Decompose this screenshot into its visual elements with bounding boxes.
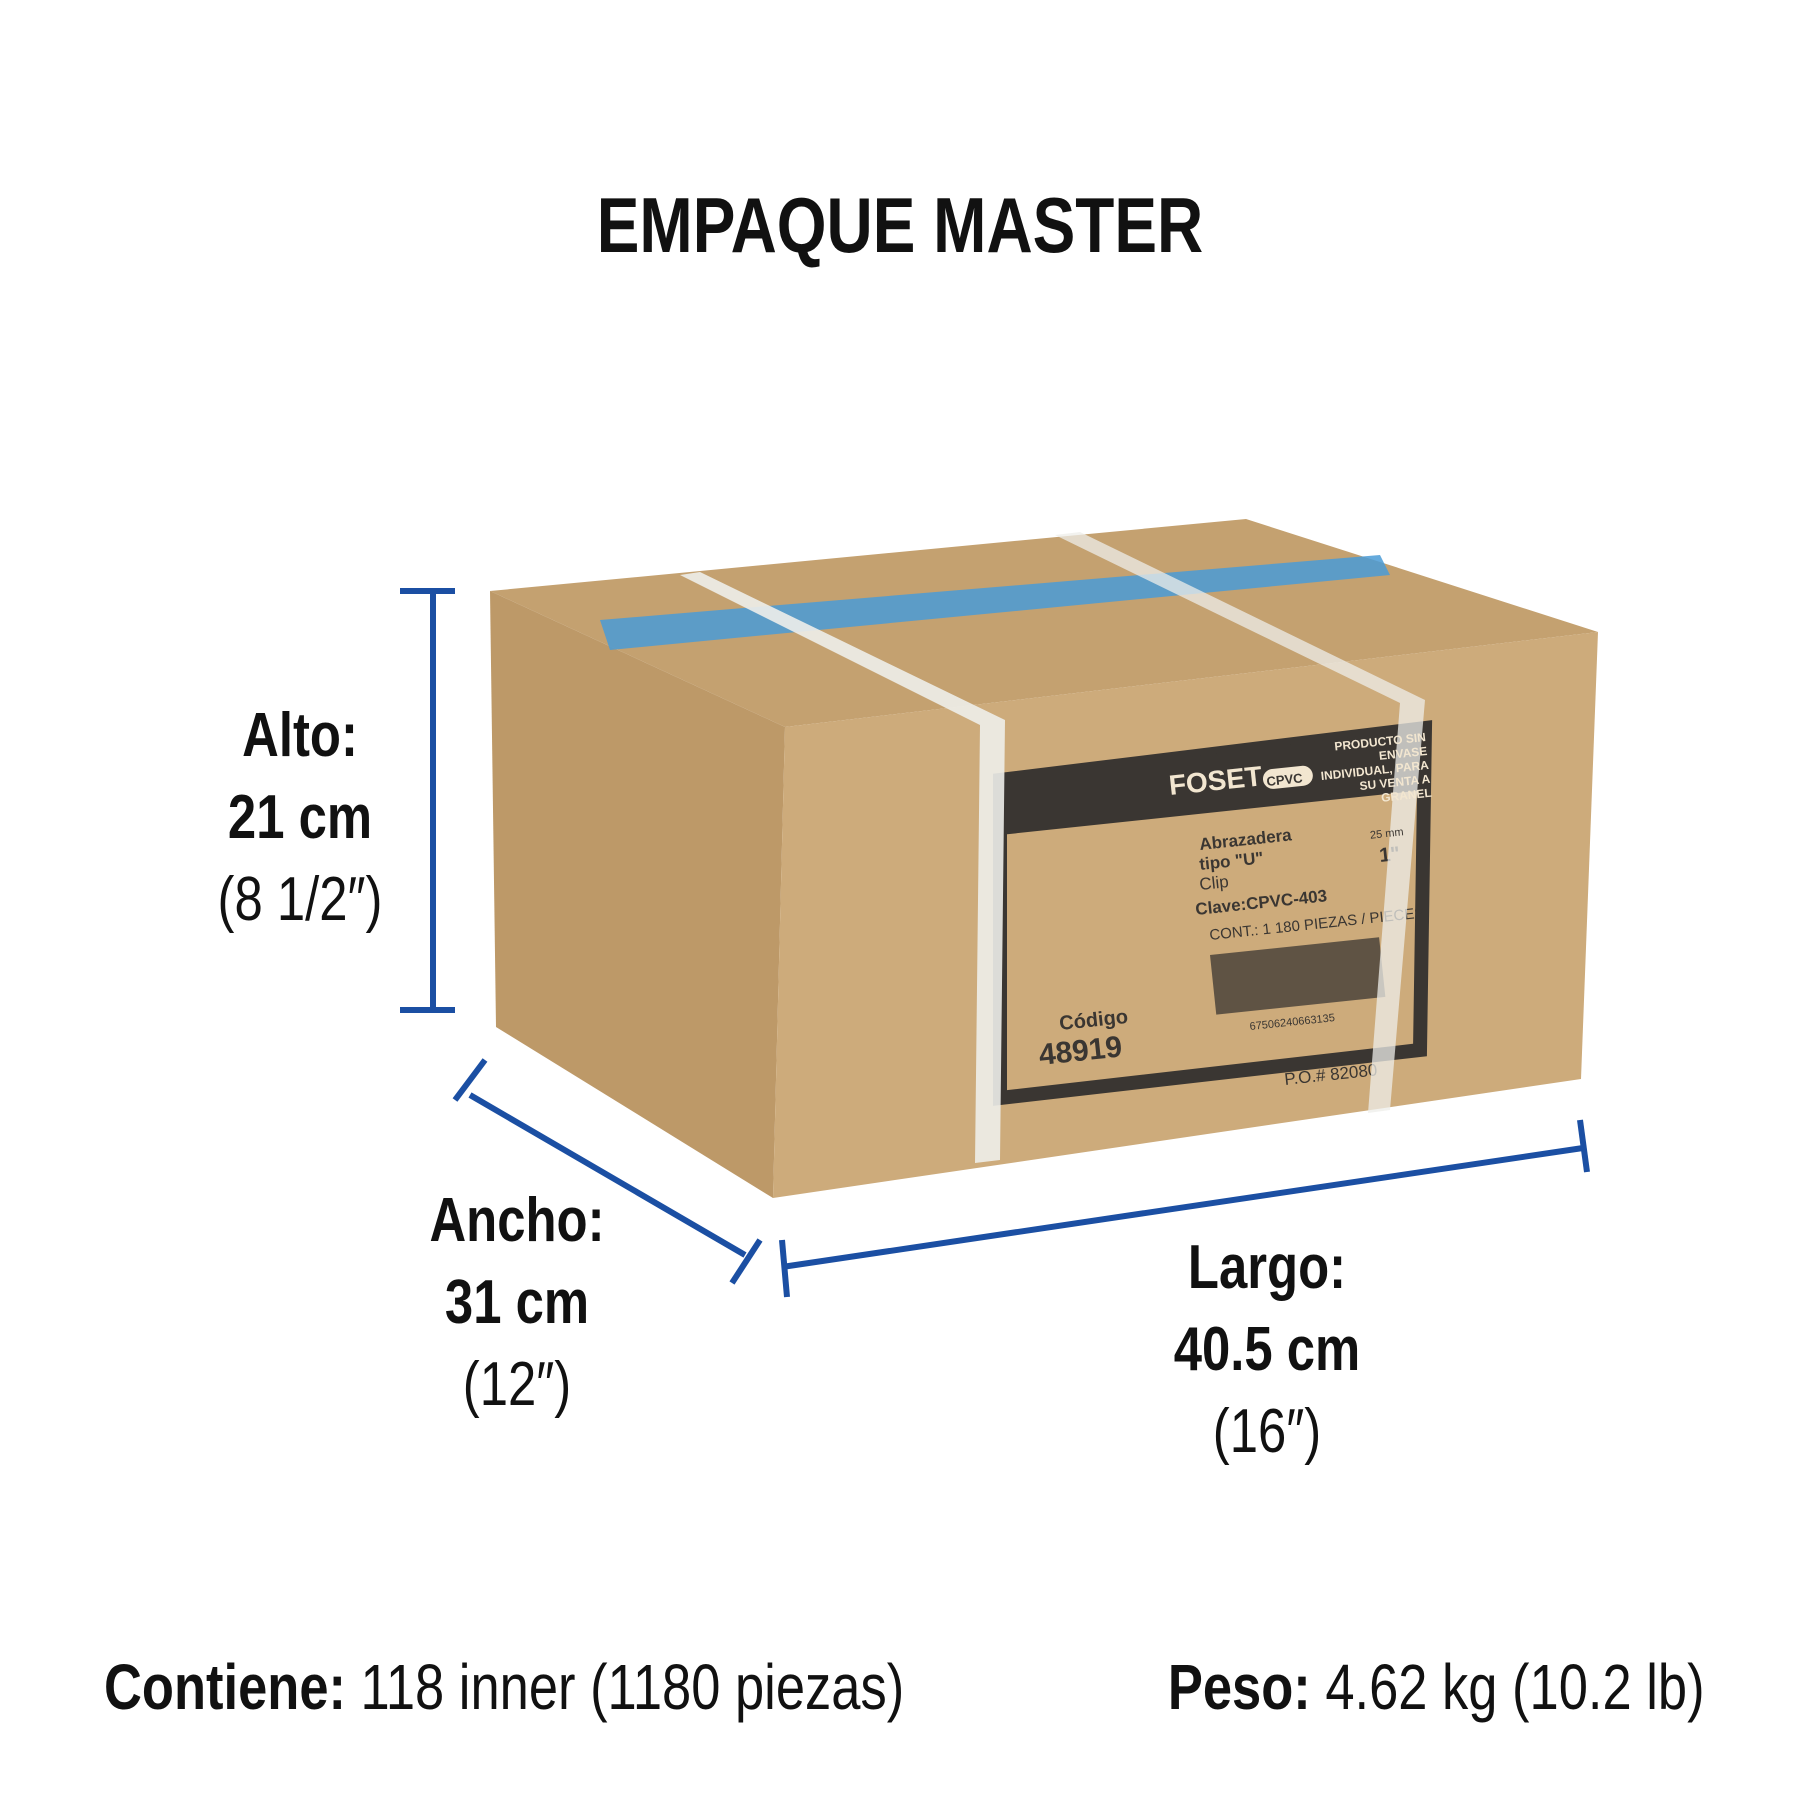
ancho-label: Ancho: 31 cm (12″) xyxy=(353,1180,681,1426)
ancho-imperial: (12″) xyxy=(462,1350,572,1419)
largo-metric: 40.5 cm xyxy=(1173,1315,1361,1384)
product-en-text: Clip xyxy=(1198,872,1229,894)
weight-text: Peso: 4.62 kg (10.2 lb) xyxy=(1168,1650,1705,1724)
alto-title: Alto: xyxy=(242,701,358,770)
ancho-dimension-line xyxy=(452,1058,763,1285)
alto-label: Alto: 21 cm (8 1/2″) xyxy=(136,695,464,941)
badge-text: CPVC xyxy=(1266,770,1304,789)
box-side xyxy=(490,591,785,1198)
ancho-metric: 31 cm xyxy=(444,1268,590,1337)
contents-text: Contiene: 118 inner (1180 piezas) xyxy=(104,1650,904,1724)
largo-label: Largo: 40.5 cm (16″) xyxy=(1103,1227,1431,1473)
alto-imperial: (8 1/2″) xyxy=(217,865,383,934)
largo-title: Largo: xyxy=(1187,1233,1347,1302)
contents-label: Contiene: xyxy=(104,1651,346,1723)
page-title: EMPAQUE MASTER xyxy=(596,181,1204,269)
box-front xyxy=(773,632,1598,1198)
weight-label: Peso: xyxy=(1168,1651,1312,1723)
contents-value: 118 inner (1180 piezas) xyxy=(360,1651,905,1723)
alto-dimension-line xyxy=(400,588,455,1013)
largo-dimension-line xyxy=(779,1119,1590,1298)
weight-value: 4.62 kg (10.2 lb) xyxy=(1325,1651,1705,1723)
strap xyxy=(1055,532,1425,1113)
ancho-title: Ancho: xyxy=(429,1186,605,1255)
largo-imperial: (16″) xyxy=(1212,1397,1322,1466)
bulk-notice-text: PRODUCTO SIN ENVASE INDIVIDUAL, PARA SU … xyxy=(1320,730,1433,805)
alto-metric: 21 cm xyxy=(227,783,373,852)
barcode xyxy=(1209,937,1386,1015)
